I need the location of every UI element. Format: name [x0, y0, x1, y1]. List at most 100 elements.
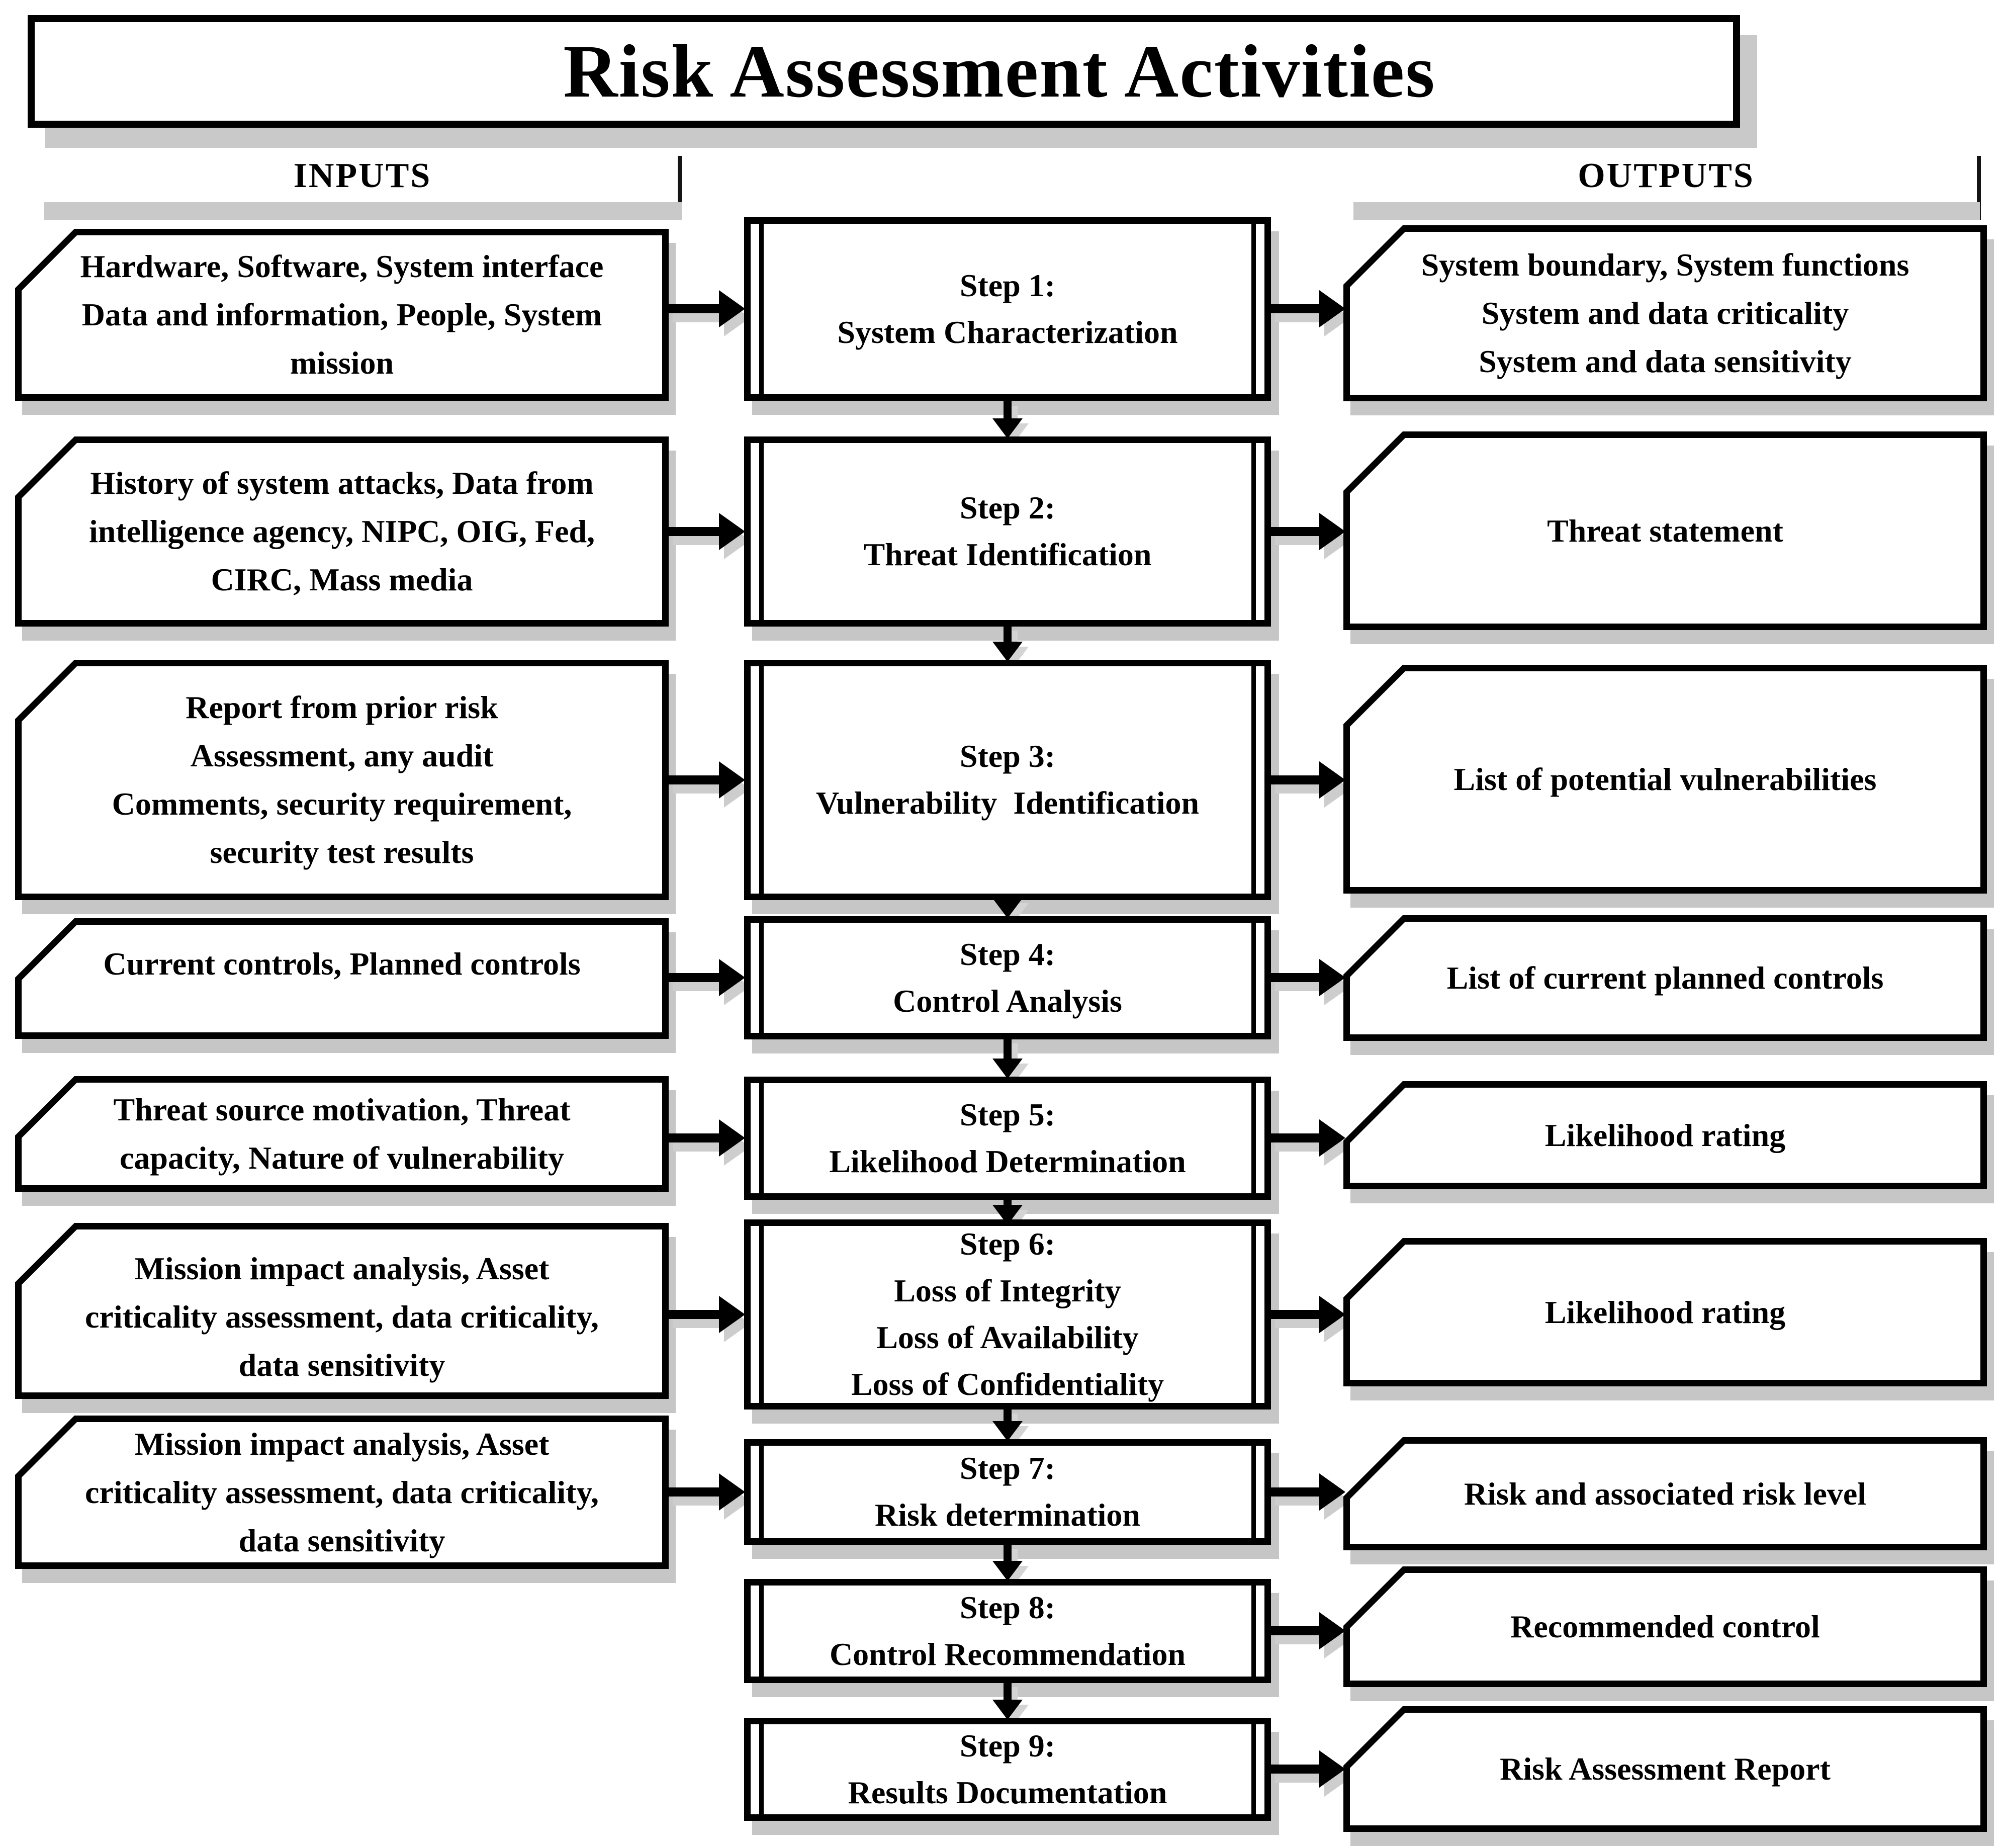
arrow-step8-to-output [1270, 1612, 1345, 1649]
arrow-shaft [1004, 1038, 1012, 1061]
arrow-shaft [1004, 1409, 1012, 1423]
arrow-step3-to-step4 [992, 898, 1023, 918]
arrow-step2-to-step3 [992, 626, 1023, 662]
box-fill [1350, 1245, 1980, 1380]
input-box-step4: Current controls, Planned controls [15, 918, 676, 1053]
arrow-right-icon [719, 1119, 745, 1157]
arrow-step5-to-output [1270, 1119, 1345, 1157]
step-box-9: Step 9:Results Documentation [744, 1718, 1271, 1821]
output-text-step7: Risk and associated risk level [1464, 1475, 1867, 1512]
output-text-step9: Risk Assessment Report [1500, 1751, 1831, 1787]
arrow-shaft [1270, 1310, 1321, 1319]
step-text-3: Step 3:Vulnerability Identification [815, 738, 1200, 821]
step-box-2: Step 2:Threat Identification [744, 436, 1271, 627]
arrow-shaft [1270, 775, 1321, 784]
arrow-right-icon [1319, 290, 1345, 327]
inputs-header-divider-line [678, 156, 682, 220]
outputs-header-shadow [1353, 202, 1980, 220]
arrow-shaft [1004, 1544, 1012, 1563]
output-box-step7: Risk and associated risk level [1343, 1437, 1994, 1564]
box-fill [22, 1083, 662, 1185]
box-fill [22, 1229, 662, 1392]
box-fill [1350, 232, 1980, 395]
arrow-step9-to-output [1270, 1750, 1345, 1788]
arrow-shaft [1270, 1487, 1321, 1497]
arrow-input-to-step1 [668, 290, 745, 327]
arrow-shaft [668, 973, 721, 982]
output-text-step4: List of current planned controls [1446, 960, 1884, 996]
output-box-step8: Recommended control [1343, 1566, 1994, 1701]
output-text-step3: List of potential vulnerabilities [1453, 761, 1877, 797]
arrow-right-icon [1319, 1612, 1345, 1649]
arrow-right-icon [719, 1473, 745, 1511]
arrow-right-icon [719, 959, 745, 996]
arrow-input-to-step4 [668, 959, 745, 996]
arrow-down-icon [992, 1059, 1023, 1079]
box-fill [22, 666, 662, 894]
arrow-right-icon [719, 761, 745, 799]
arrow-step8-to-step9 [992, 1682, 1023, 1720]
arrow-shaft [668, 1133, 721, 1142]
step-box-1: Step 1:System Characterization [744, 217, 1271, 401]
outputs-column-header: OUTPUTS [1578, 156, 1755, 195]
arrow-right-icon [1319, 1296, 1345, 1333]
box-fill [22, 1422, 662, 1562]
arrow-step4-to-step5 [992, 1038, 1023, 1079]
page-title: Risk Assessment Activities [563, 30, 1436, 113]
output-box-step6: Likelihood rating [1343, 1238, 1994, 1400]
arrow-shaft [668, 1487, 721, 1497]
arrow-step6-to-step7 [992, 1409, 1023, 1441]
arrow-shaft [1270, 304, 1321, 313]
box-fill [1350, 1573, 1980, 1681]
arrow-right-icon [1319, 513, 1345, 550]
step-box-4: Step 4:Control Analysis [744, 916, 1271, 1039]
box-fill [1350, 1713, 1980, 1825]
arrow-shaft [1004, 626, 1012, 644]
arrow-shaft [1270, 973, 1321, 982]
output-box-step2: Threat statement [1343, 431, 1994, 644]
arrow-input-to-step3 [668, 761, 745, 799]
arrow-down-icon [992, 418, 1023, 438]
box-fill [22, 235, 662, 394]
arrow-right-icon [719, 290, 745, 327]
arrow-shaft [1004, 401, 1012, 420]
step-text-1: Step 1:System Characterization [837, 267, 1178, 350]
box-fill [1350, 671, 1980, 887]
step-box-7: Step 7:Risk determination [744, 1439, 1271, 1545]
box-fill [22, 925, 662, 1032]
output-text-step8: Recommended control [1510, 1609, 1820, 1644]
box-fill [1350, 922, 1980, 1034]
arrow-step7-to-output [1270, 1473, 1345, 1511]
output-box-step4: List of current planned controls [1343, 915, 1994, 1055]
box-fill [22, 443, 662, 620]
arrow-down-icon [992, 642, 1023, 662]
input-text-step4: Current controls, Planned controls [103, 946, 581, 982]
arrow-input-to-step7 [668, 1473, 745, 1511]
arrow-step4-to-output [1270, 959, 1345, 996]
arrow-down-icon [992, 898, 1023, 918]
output-box-step9: Risk Assessment Report [1343, 1706, 1994, 1846]
box-fill [1350, 1444, 1980, 1544]
arrow-input-to-step6 [668, 1296, 745, 1333]
arrow-shaft [668, 304, 721, 313]
inputs-column-header: INPUTS [293, 156, 432, 195]
arrow-step1-to-output [1270, 290, 1345, 327]
arrow-down-icon [992, 1700, 1023, 1720]
box-fill [1350, 438, 1980, 624]
arrow-right-icon [1319, 959, 1345, 996]
arrow-shaft [668, 527, 721, 536]
arrow-shaft [1270, 1133, 1321, 1142]
